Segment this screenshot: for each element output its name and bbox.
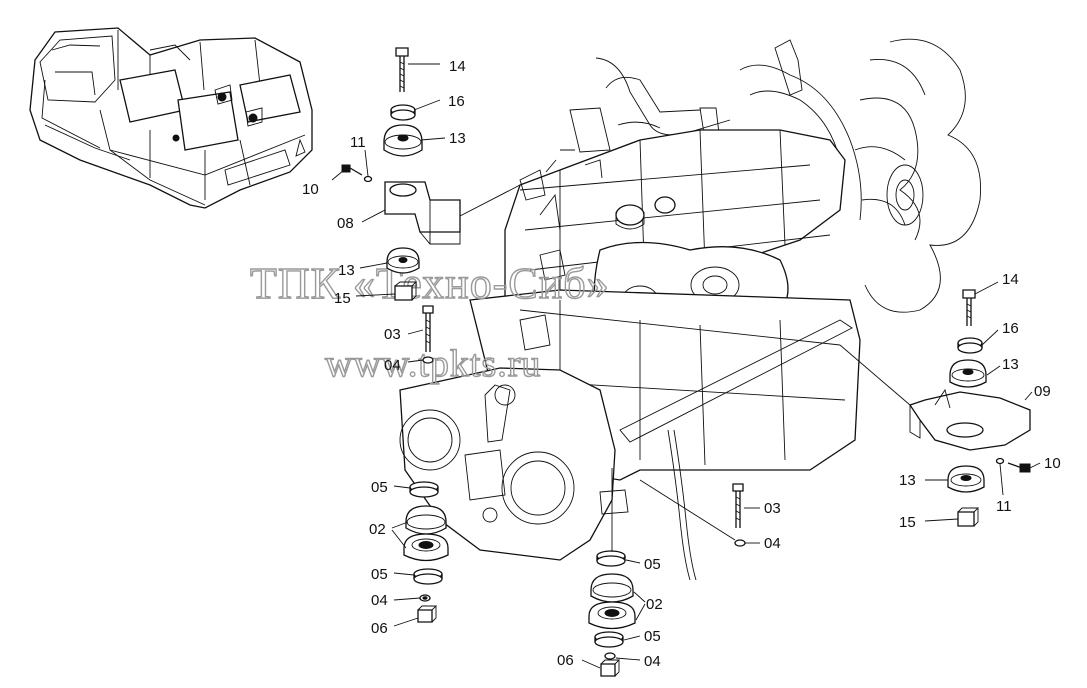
label-13-right-bottom: 13: [899, 472, 916, 489]
label-10-right: 10: [1044, 455, 1061, 472]
label-05-left-bottom: 05: [371, 566, 388, 583]
label-03-left: 03: [384, 326, 401, 343]
mount-stack-front-left: [391, 305, 449, 627]
label-15-right: 15: [899, 514, 916, 531]
label-04-center-bottom: 04: [644, 653, 661, 670]
label-11-right: 11: [996, 498, 1012, 515]
label-06-center: 06: [557, 652, 574, 669]
label-04-left-bottom: 04: [371, 592, 388, 609]
label-14-right: 14: [1002, 271, 1019, 288]
label-13-top-left: 13: [449, 130, 466, 147]
label-15-left: 15: [334, 290, 351, 307]
label-04-center-top: 04: [764, 535, 781, 552]
cooling-fan: [854, 38, 982, 313]
label-03-center: 03: [764, 500, 781, 517]
label-05-left-top: 05: [371, 479, 388, 496]
label-16-left: 16: [448, 93, 465, 110]
label-05-center-top: 05: [644, 556, 661, 573]
label-02-center: 02: [646, 596, 663, 613]
label-13-right-top: 13: [1002, 356, 1019, 373]
part-labels: 14 16 13 11 10 08 13 15 03 04 05 02 05 0…: [302, 58, 1061, 670]
label-09: 09: [1034, 383, 1051, 400]
label-16-right: 16: [1002, 320, 1019, 337]
mount-stack-front-center: [581, 468, 760, 677]
label-14-left: 14: [449, 58, 466, 75]
label-10-left: 10: [302, 181, 319, 198]
label-04-left-top: 04: [384, 357, 401, 374]
mount-stack-left: [331, 47, 521, 301]
label-13-lower-left: 13: [338, 262, 355, 279]
engine-assembly: [399, 38, 982, 581]
label-02-left: 02: [369, 521, 386, 538]
mount-stack-right: [839, 281, 1041, 527]
label-11-left: 11: [350, 134, 366, 151]
watermark-url: www.tpkts.ru: [325, 343, 541, 385]
label-08: 08: [337, 215, 354, 232]
label-06-left: 06: [371, 620, 388, 637]
excavator-thumbnail: [29, 27, 313, 209]
watermark: ТПК «Техно-Сиб» www.tpkts.ru: [249, 258, 610, 385]
label-05-center-bottom: 05: [644, 628, 661, 645]
watermark-company: ТПК «Техно-Сиб»: [250, 259, 610, 308]
